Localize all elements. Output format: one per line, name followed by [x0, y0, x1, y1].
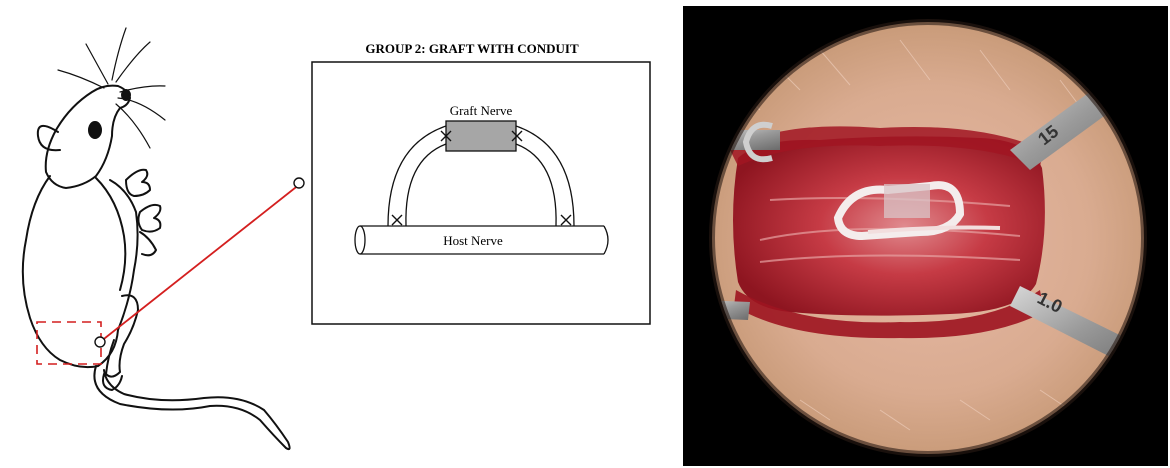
rat-tail [94, 366, 289, 449]
host-nerve-label: Host Nerve [443, 233, 503, 248]
schematic-frame [312, 62, 650, 324]
graft-nerve [446, 121, 516, 151]
rat-nose [122, 90, 130, 100]
schematic-title: GROUP 2: GRAFT WITH CONDUIT [365, 41, 579, 56]
rat-eye [89, 122, 101, 138]
rat-front-paw [138, 205, 160, 232]
graft-nerve-label: Graft Nerve [450, 103, 513, 118]
connector-line [100, 184, 300, 342]
rat-head [46, 86, 130, 188]
surgical-photo: 15 1.0 [683, 6, 1168, 466]
surgical-site-box [37, 322, 101, 364]
rat-body [23, 176, 138, 367]
rat-front-paw [126, 170, 150, 196]
connector-dot-start [95, 337, 105, 347]
connector-dot-end [294, 178, 304, 188]
rat-illustration [23, 28, 290, 449]
schematic-panel: GROUP 2: GRAFT WITH CONDUIT Graft Nerve … [312, 41, 650, 324]
rat-hind-leg [106, 295, 138, 376]
